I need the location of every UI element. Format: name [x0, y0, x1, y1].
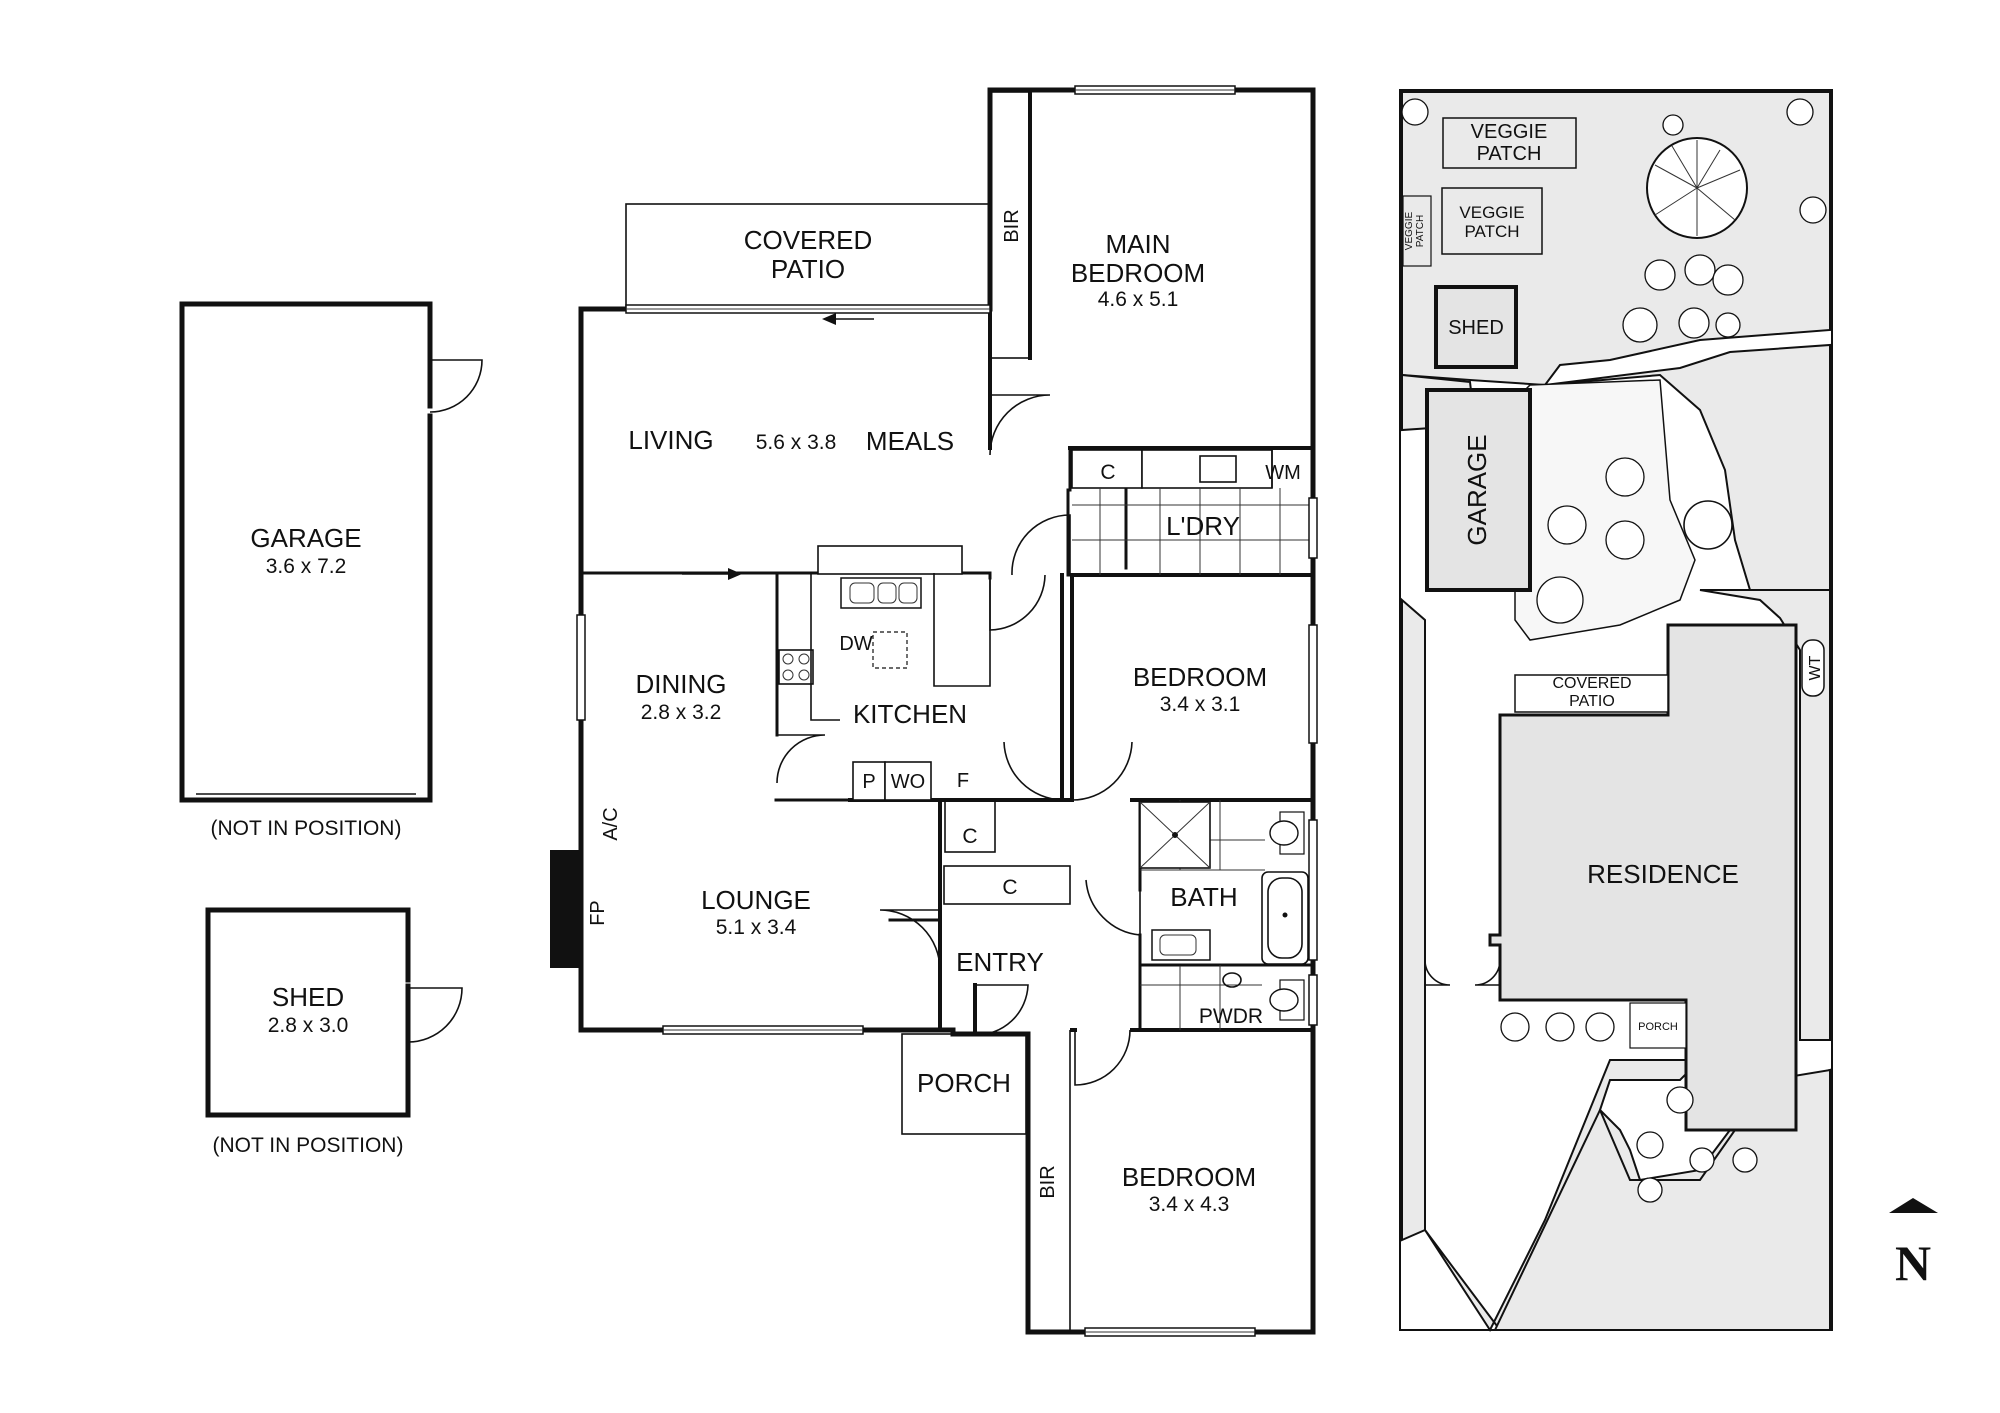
fireplace-label: FP [587, 900, 609, 926]
covered-patio-line-2: PATIO [771, 254, 845, 284]
dining-label: DINING [636, 669, 727, 699]
wm-label: WM [1265, 462, 1301, 484]
site-veggie-patch-2-line-1: VEGGIE [1459, 203, 1524, 222]
toilet-bath [1269, 820, 1299, 846]
fridge-label: F [957, 770, 969, 792]
north-label: N [1895, 1235, 1931, 1291]
site-porch [1629, 1002, 1687, 1049]
north-arrow-icon [1889, 1198, 1938, 1213]
shed-label: SHED [272, 982, 344, 1012]
detached-garage: GARAGE 3.6 x 7.2 (NOT IN POSITION) [179, 301, 483, 840]
veggie-patch-2-box [1441, 187, 1543, 255]
ac-label: A/C [600, 807, 622, 840]
pantry-label: P [862, 771, 875, 793]
entry-label: ENTRY [956, 947, 1044, 977]
site-veggie-patch-1-line-1: VEGGIE [1471, 121, 1548, 143]
detached-shed: SHED 2.8 x 3.0 (NOT IN POSITION) [205, 907, 463, 1157]
site-veggie-patch-1-line-2: PATCH [1477, 143, 1542, 165]
fireplace [550, 850, 582, 968]
veggie-patch-3-box [1402, 195, 1432, 267]
bedroom-2-size: 3.4 x 3.1 [1160, 693, 1241, 716]
porch-label: PORCH [917, 1068, 1011, 1098]
bedroom-3-label: BEDROOM [1122, 1162, 1256, 1192]
shed-door-swing [407, 987, 463, 1043]
kitchen-label: KITCHEN [853, 699, 967, 729]
cupboard-2-label: C [1002, 876, 1017, 899]
shrubs [1401, 98, 1827, 1203]
meals-label: MEALS [866, 426, 954, 456]
site-porch-label: PORCH [1638, 1021, 1678, 1033]
cupboard-1-label: C [962, 825, 977, 848]
site-covered-patio [1514, 674, 1669, 713]
door-swings [682, 313, 1185, 1086]
veggie-patch-1-box [1442, 117, 1577, 169]
site-shed-label: SHED [1448, 317, 1504, 339]
kitchen-joinery [776, 545, 1071, 905]
residence-outline [1488, 623, 1798, 1132]
cooktop [778, 649, 814, 685]
bir-bottom-label: BIR [1037, 1165, 1059, 1198]
living-meals-size: 5.6 x 3.8 [756, 431, 837, 454]
site-residence-label: RESIDENCE [1587, 859, 1739, 889]
main-bedroom-size: 4.6 x 5.1 [1098, 288, 1179, 311]
toilet-powder [1269, 988, 1299, 1012]
dishwasher-label: DW [839, 633, 872, 655]
water-tank [1801, 639, 1825, 697]
laundry-cupboard-label: C [1100, 461, 1115, 484]
lounge-label: LOUNGE [701, 885, 811, 915]
main-bir-outline [989, 91, 1031, 359]
main-bir-label: BIR [1001, 209, 1023, 242]
laundry-label: L'DRY [1166, 511, 1240, 541]
windows [576, 85, 1318, 1337]
main-bedroom-line-2: BEDROOM [1071, 258, 1205, 288]
powder-label: PWDR [1199, 1005, 1263, 1028]
main-bedroom-line-1: MAIN [1106, 229, 1171, 259]
garage-door-swing [429, 359, 483, 413]
site-covered-patio-line-1: COVERED [1552, 675, 1631, 692]
garage-size: 3.6 x 7.2 [266, 555, 347, 578]
bedroom-2-label: BEDROOM [1133, 662, 1267, 692]
covered-patio-line-1: COVERED [744, 225, 873, 255]
bath-label: BATH [1170, 882, 1237, 912]
laundry-joinery [1071, 449, 1313, 575]
bathtub [1261, 871, 1309, 965]
site-wt-label: WT [1807, 655, 1824, 680]
bathroom-fittings [1139, 800, 1309, 1030]
dishwasher-outline [872, 631, 908, 669]
site-veggie-patch-3-label: VEGGIEPATCH [1404, 212, 1426, 251]
site-covered-patio-line-2: PATIO [1569, 693, 1615, 710]
living-label: LIVING [628, 425, 713, 455]
dining-size: 2.8 x 3.2 [641, 701, 722, 724]
site-veggie-patch-3-line-2: PATCH [1415, 215, 1426, 247]
site-veggie-patch-3-line-1: VEGGIE [1404, 212, 1415, 251]
shed-note: (NOT IN POSITION) [213, 1134, 404, 1157]
garage-note: (NOT IN POSITION) [211, 817, 402, 840]
site-garage-label: GARAGE [1462, 434, 1492, 545]
wall-oven-label: WO [891, 771, 925, 793]
garage-label: GARAGE [250, 523, 361, 553]
shed-size: 2.8 x 3.0 [268, 1014, 349, 1037]
porch-outline [901, 1033, 1027, 1135]
north-compass: N [1889, 1198, 1938, 1291]
site-shed [1434, 285, 1518, 369]
site-garage [1425, 388, 1532, 592]
lounge-size: 5.1 x 3.4 [716, 916, 797, 939]
bedroom-3-size: 3.4 x 4.3 [1149, 1193, 1230, 1216]
site-veggie-patch-2-line-2: PATCH [1464, 222, 1519, 241]
